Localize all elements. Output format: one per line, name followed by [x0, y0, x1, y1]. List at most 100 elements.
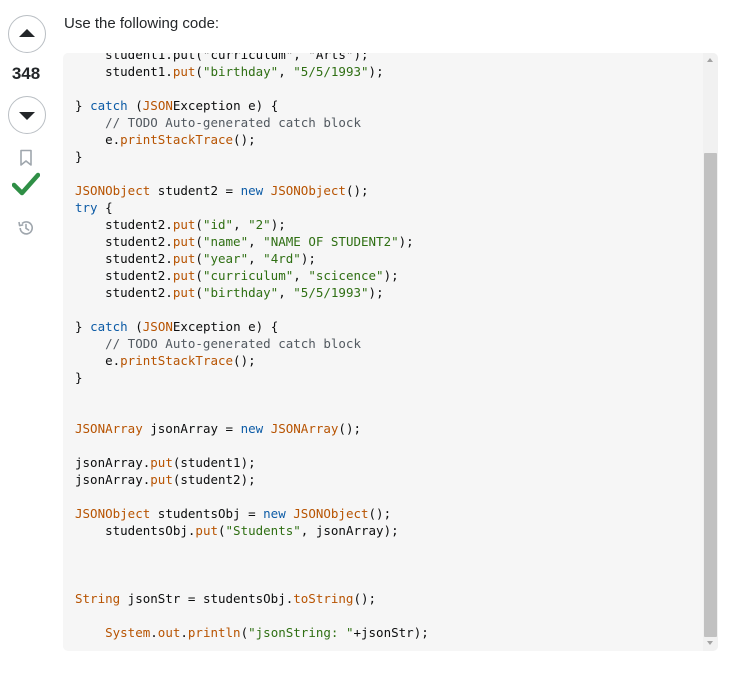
bookmark-icon[interactable] — [19, 149, 33, 167]
code-token: new — [263, 506, 286, 521]
code-line — [75, 556, 698, 573]
downvote-button[interactable] — [8, 96, 46, 134]
code-token: , jsonArray); — [300, 523, 399, 538]
code-token: jsonStr = studentsObj. — [120, 591, 294, 606]
code-token: student1. — [75, 64, 173, 79]
code-token: put — [172, 251, 196, 266]
code-line — [75, 301, 698, 318]
code-token: student2. — [75, 217, 173, 232]
code-token: student2. — [75, 251, 173, 266]
code-line: String jsonStr = studentsObj.toString(); — [75, 590, 698, 607]
code-token: JSON — [142, 319, 173, 334]
code-token: System — [105, 625, 151, 640]
code-line: e.printStackTrace(); — [75, 131, 698, 148]
code-token: "id" — [202, 217, 234, 232]
code-token: // TODO Auto-generated catch block — [75, 336, 361, 351]
code-line — [75, 488, 698, 505]
code-token: "2" — [248, 217, 271, 232]
code-token: , — [233, 217, 249, 232]
code-token: ); — [368, 285, 384, 300]
scroll-down-arrow-icon[interactable] — [707, 641, 713, 645]
code-token: ( — [195, 64, 203, 79]
vote-score: 348 — [11, 64, 41, 83]
code-line: JSONArray jsonArray = new JSONArray(); — [75, 420, 698, 437]
code-token: Exception e) { — [172, 98, 279, 113]
code-line: e.printStackTrace(); — [75, 352, 698, 369]
code-line: } catch (JSONException e) { — [75, 318, 698, 335]
code-line: studentsObj.put("Students", jsonArray); — [75, 522, 698, 539]
code-token: put — [195, 523, 218, 538]
code-token: "NAME OF STUDENT2" — [263, 234, 399, 249]
code-token: put — [172, 268, 196, 283]
code-token: String — [75, 591, 121, 606]
code-token: ( — [127, 319, 143, 334]
code-token: toString — [293, 591, 354, 606]
code-token: ( — [195, 234, 203, 249]
code-token: "curriculum" — [202, 268, 294, 283]
code-token: studentsObj = — [150, 506, 264, 521]
code-token: jsonArray. — [75, 472, 151, 487]
code-token: } — [75, 149, 83, 164]
code-token: , — [293, 268, 309, 283]
code-token: ); — [300, 251, 316, 266]
code-line: } catch (JSONException e) { — [75, 97, 698, 114]
downvote-arrow-icon — [19, 112, 35, 120]
code-token: (); — [345, 183, 369, 198]
code-token — [263, 183, 271, 198]
code-token: "scicence" — [308, 268, 384, 283]
code-line: jsonArray.put(student1); — [75, 454, 698, 471]
code-token: ); — [368, 64, 384, 79]
code-token: jsonArray. — [75, 455, 151, 470]
code-line: student2.put("year", "4rd"); — [75, 250, 698, 267]
code-line — [75, 80, 698, 97]
code-block[interactable]: student1.put("curriculum", "Arts"); stud… — [63, 53, 718, 651]
code-token: student2. — [75, 285, 173, 300]
code-token: catch — [90, 319, 128, 334]
code-token: student1.put("curriculum", "Arts"); — [75, 53, 369, 62]
code-token: (); — [233, 353, 256, 368]
code-token: e. — [75, 353, 121, 368]
code-token: ); — [270, 217, 286, 232]
history-icon[interactable] — [17, 219, 35, 237]
code-token: (student2); — [172, 472, 256, 487]
code-token: "name" — [202, 234, 249, 249]
code-token: // TODO Auto-generated catch block — [75, 115, 361, 130]
code-line: student2.put("name", "NAME OF STUDENT2")… — [75, 233, 698, 250]
code-token: (); — [353, 591, 377, 606]
code-line: student1.put("curriculum", "Arts"); — [75, 53, 698, 63]
code-line: JSONObject student2 = new JSONObject(); — [75, 182, 698, 199]
code-token: . — [150, 625, 158, 640]
code-line: student2.put("id", "2"); — [75, 216, 698, 233]
code-token: "Students" — [225, 523, 301, 538]
code-line: student2.put("birthday", "5/5/1993"); — [75, 284, 698, 301]
code-token: } — [75, 370, 83, 385]
code-token: put — [150, 472, 173, 487]
code-token: "5/5/1993" — [293, 285, 369, 300]
code-token: ); — [383, 268, 399, 283]
code-token: "4rd" — [263, 251, 301, 266]
code-token: try — [75, 200, 98, 215]
code-token: JSONArray — [75, 421, 143, 436]
code-token: printStackTrace — [120, 353, 234, 368]
code-line: } — [75, 148, 698, 165]
code-token: (); — [233, 132, 256, 147]
code-token: (); — [338, 421, 361, 436]
code-token: put — [172, 285, 196, 300]
code-token: ( — [195, 251, 203, 266]
code-token — [75, 625, 105, 640]
code-token: +jsonStr); — [353, 625, 429, 640]
code-token: (student1); — [172, 455, 256, 470]
code-token: JSONObject — [293, 506, 369, 521]
code-line: } — [75, 369, 698, 386]
scroll-up-arrow-icon[interactable] — [707, 58, 713, 62]
code-line — [75, 165, 698, 182]
scroll-thumb[interactable] — [704, 153, 717, 637]
code-token: e. — [75, 132, 121, 147]
code-scrollbar[interactable] — [703, 53, 718, 651]
upvote-button[interactable] — [8, 15, 46, 53]
code-token: catch — [90, 98, 128, 113]
code-line: // TODO Auto-generated catch block — [75, 335, 698, 352]
code-token: } — [75, 98, 91, 113]
code-token — [263, 421, 271, 436]
code-token: "5/5/1993" — [293, 64, 369, 79]
